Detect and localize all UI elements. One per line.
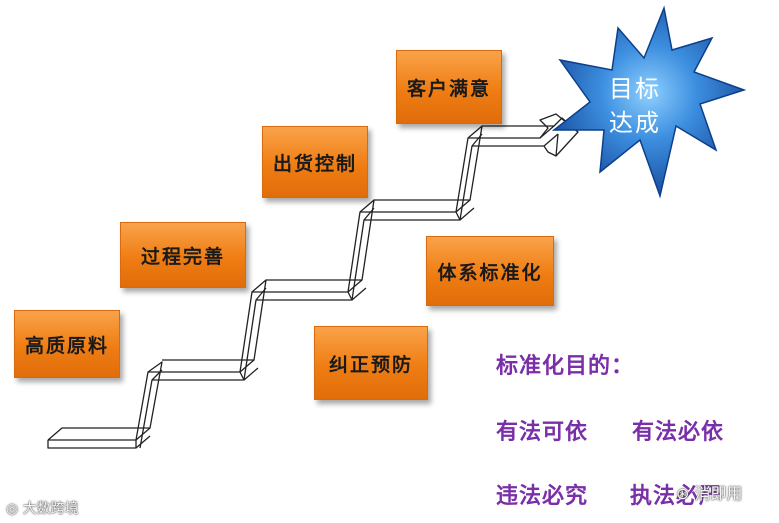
watermark-right-icon: ⊛: [676, 484, 689, 503]
step-box-corrective-prevention: 纠正预防: [314, 326, 428, 400]
watermark-right: ⊛ 消即用: [676, 480, 743, 504]
step-box-process-improvement: 过程完善: [120, 222, 246, 288]
step-box-shipment-control: 出货控制: [262, 126, 368, 198]
watermark-right-text: 消即用: [695, 484, 743, 503]
goal-line-1: 目标: [595, 72, 675, 106]
standardization-item-3: 违法必究: [496, 478, 588, 510]
step-box-quality-material: 高质原料: [14, 310, 120, 378]
watermark-left: ◎ 大数跨境: [6, 498, 79, 518]
step-box-system-standardization: 体系标准化: [426, 236, 554, 306]
standardization-title: 标准化目的：: [496, 348, 634, 380]
goal-label: 目标 达成: [595, 72, 675, 140]
goal-line-2: 达成: [595, 106, 675, 140]
step-box-customer-satisfaction: 客户满意: [396, 50, 502, 124]
standardization-item-1: 有法可依: [496, 414, 588, 446]
watermark-left-text: 大数跨境: [23, 501, 79, 517]
standardization-item-2: 有法必依: [632, 414, 724, 446]
watermark-left-icon: ◎: [6, 501, 18, 517]
